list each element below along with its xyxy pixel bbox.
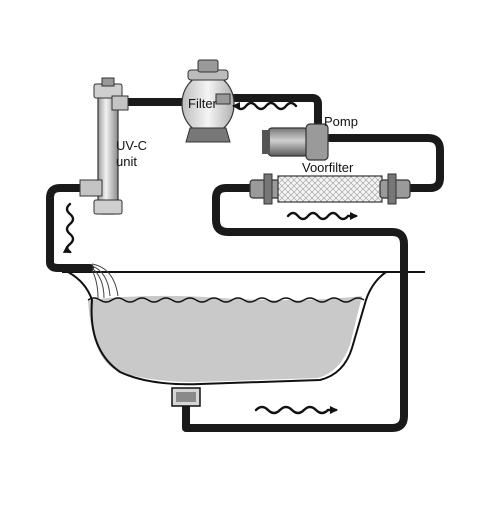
uvc-label-line2: unit (116, 154, 137, 169)
flow-arrow-icon (62, 202, 75, 254)
pipe-uvc-to-pond (46, 184, 94, 272)
filter-label: Filter (188, 96, 218, 111)
uvc-label-line1: UV-C (116, 138, 147, 153)
prefilter (249, 173, 411, 205)
pipes (46, 94, 444, 432)
pipe-prefilter-to-pump (326, 134, 444, 192)
pond (62, 271, 425, 386)
bottom-drain (171, 387, 201, 407)
uvc-unit (79, 77, 129, 215)
inlet-spray (91, 263, 119, 299)
pump (262, 123, 329, 161)
water-surface (87, 297, 365, 303)
flow-arrow-icon (232, 101, 298, 111)
pump-label: Pomp (324, 114, 358, 129)
flow-arrow-icon (254, 405, 338, 415)
flow-arrow-icon (286, 211, 358, 221)
pond-water (88, 295, 362, 382)
pipe-drain-to-prefilter (182, 184, 408, 432)
sand-filter (181, 59, 235, 143)
prefilter-label: Voorfilter (302, 160, 354, 175)
flow-arrows (62, 101, 358, 415)
pond-outline (67, 271, 387, 386)
pipe-pump-to-filter (226, 94, 322, 132)
